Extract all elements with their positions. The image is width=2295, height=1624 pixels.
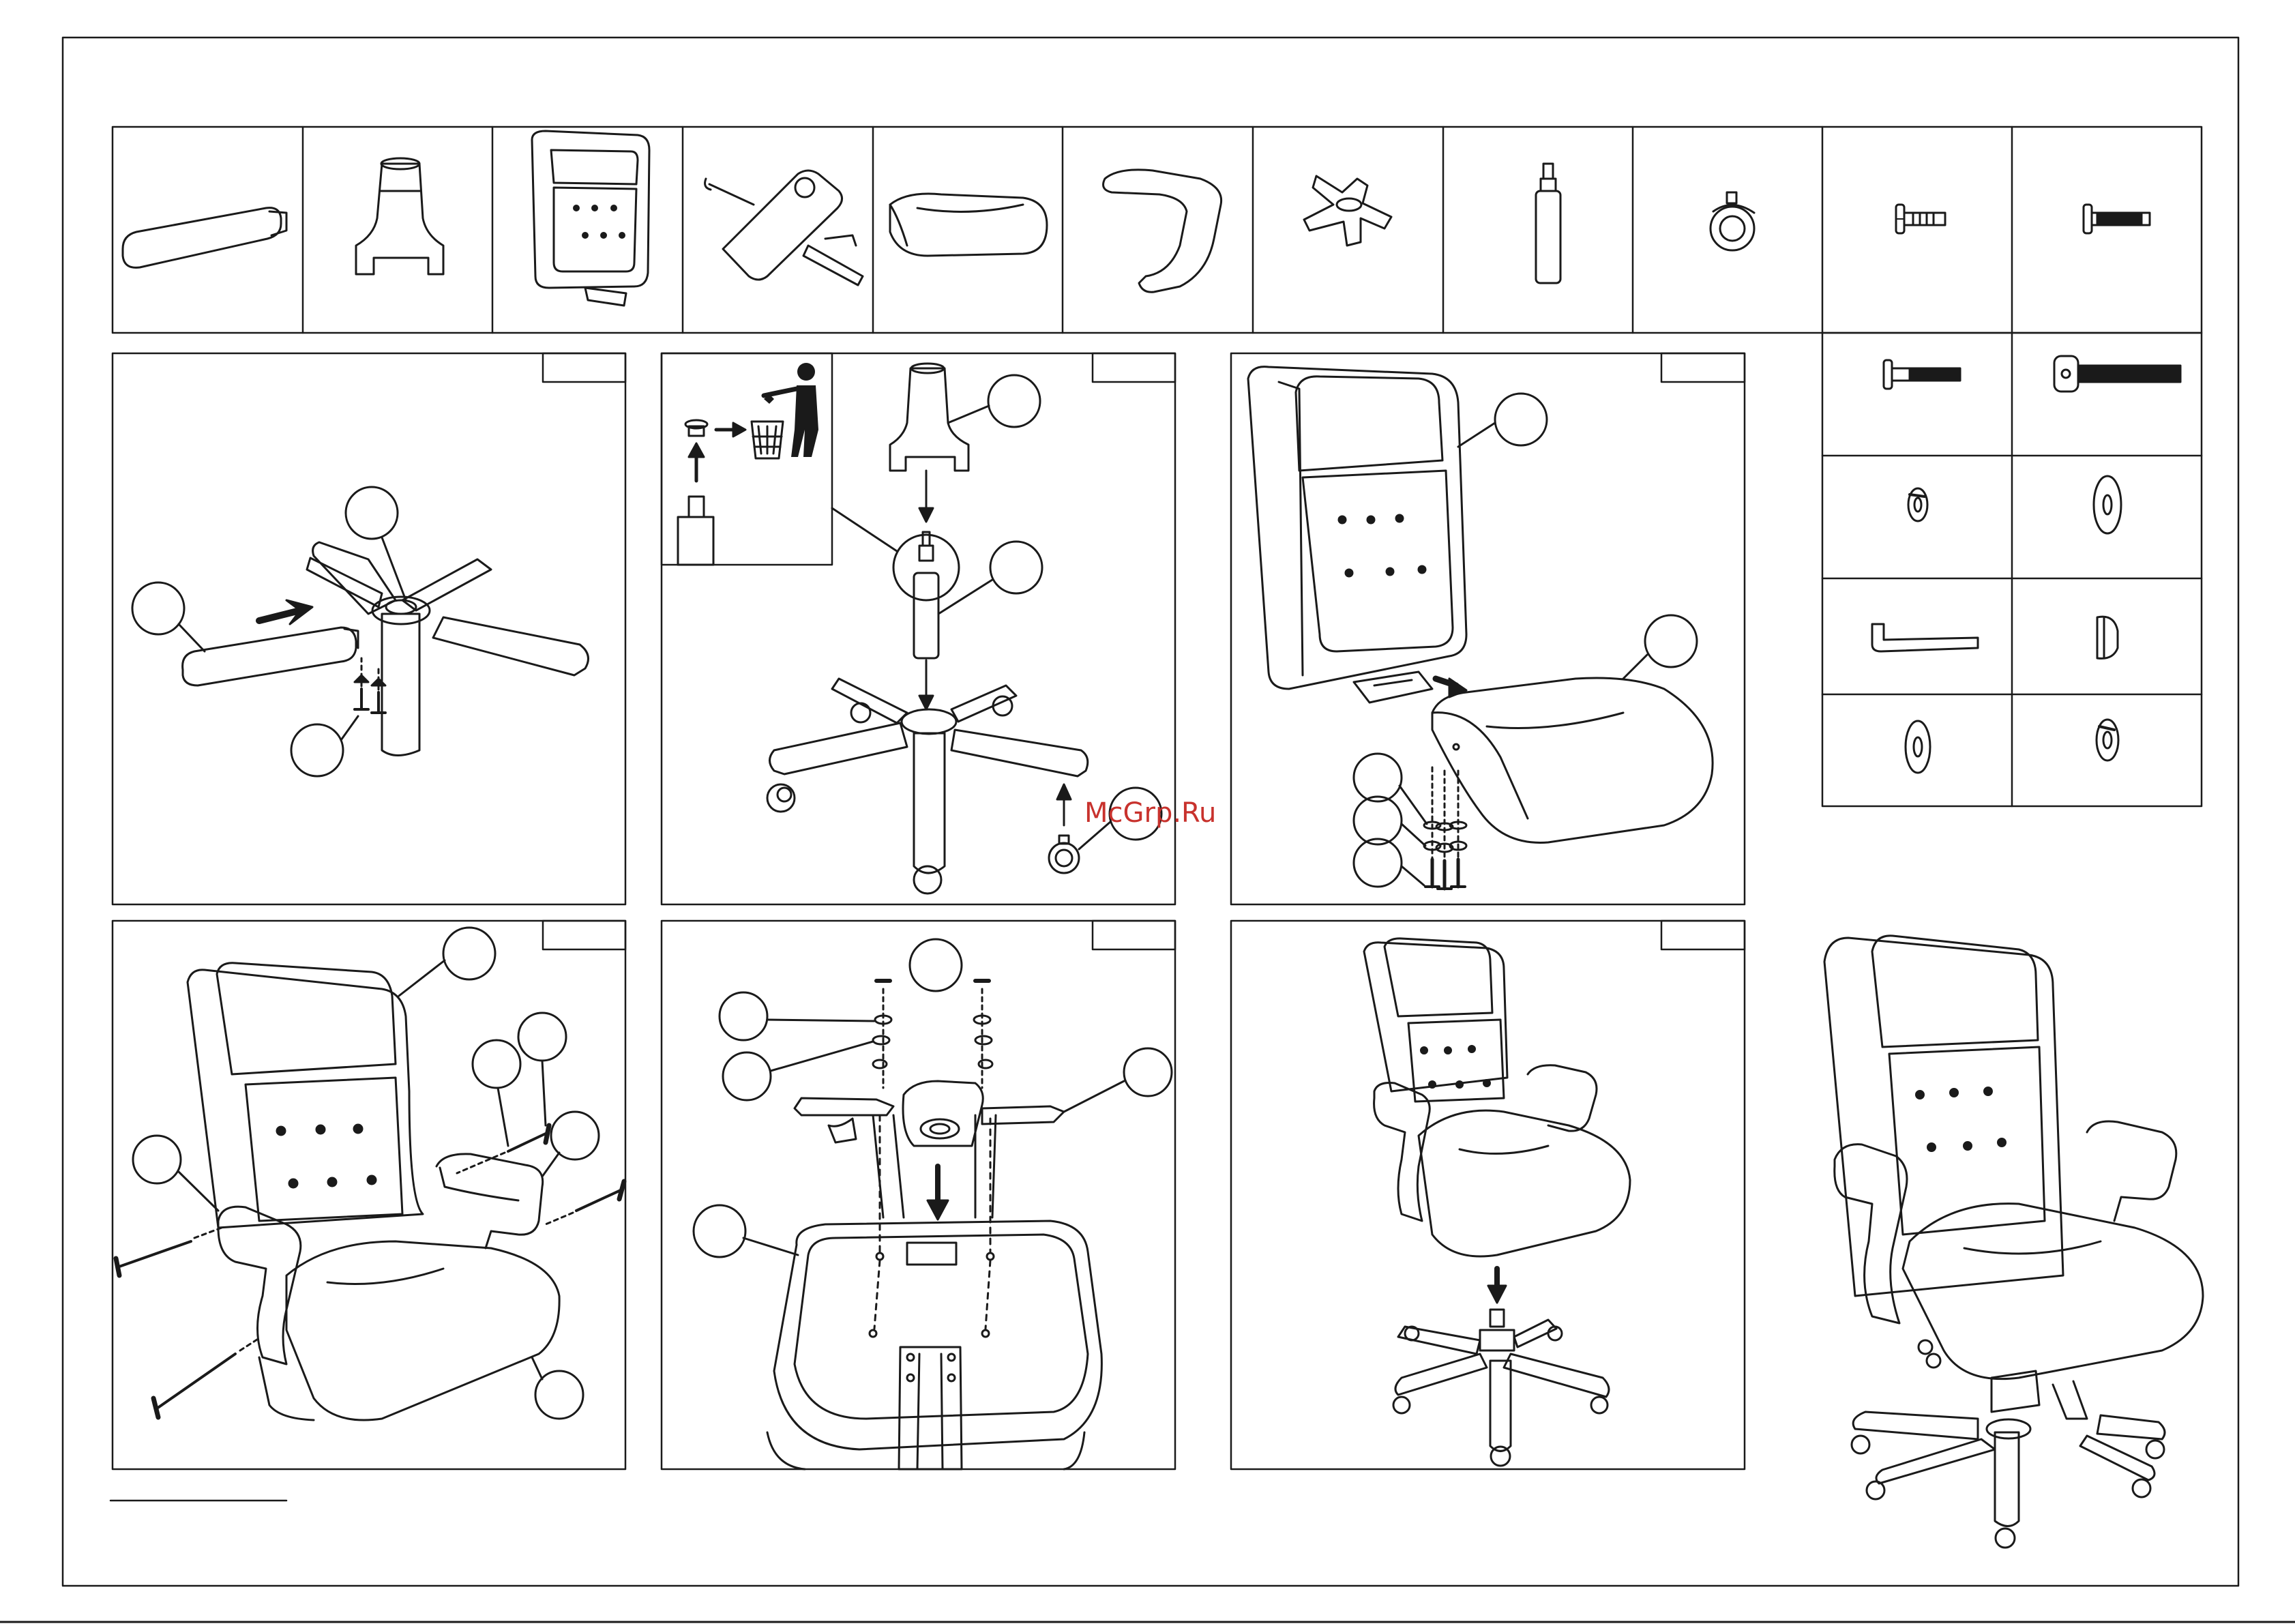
back-bracket-part-icon [356,158,443,274]
step-3-callout-a [1495,394,1547,445]
step-5-panel [662,921,1175,1469]
step-1-panel [113,353,625,904]
step-1-number-box [543,353,625,382]
hex-bolt-part-icon [2054,356,2180,392]
step-5-number-box [1093,921,1175,949]
plastic-cap-part-icon [2097,617,2118,658]
spring-washer-small-part-icon [2097,720,2118,761]
step-2-disposal-inset [662,353,832,565]
base-part-icon [1304,176,1391,246]
spring-washer-part-icon [1908,488,1927,521]
step-5-callout-e [694,1205,745,1257]
step-4-panel [113,921,625,1469]
tilt-mechanism-part-icon [705,171,863,285]
step-4-callout-c [473,1040,520,1088]
bolt-short-part-icon [1896,205,1945,233]
flat-washer-part-icon [2094,476,2121,533]
step-4-callout-e [551,1112,599,1160]
step-5-callout-d [1124,1048,1172,1096]
assembled-chair-view [1824,936,2203,1548]
step-3-callout-c [1354,754,1402,801]
seat-cushion-part-icon [890,194,1047,256]
gas-lift-part-icon [1536,164,1560,283]
watermark-text: McGrp.Ru [1084,797,1216,829]
step-5-callout-a [910,939,962,991]
step-1-callout-b [132,582,184,634]
bolt-medium-part-icon [2084,205,2150,233]
step-4-number-box [543,921,625,949]
trash-bin-icon [752,422,783,458]
armrest-part-icon [123,208,286,268]
backrest-part-icon [532,131,649,306]
caster-part-icon [1711,192,1754,250]
step-5-callout-c [723,1052,771,1100]
flat-washer-small-part-icon [1906,721,1930,773]
step-1-callout-c [291,724,343,776]
step-2-number-box [1093,353,1175,382]
step-6-panel [1231,921,1745,1469]
step-2-callout-b [990,542,1042,593]
step-5-callout-b [720,992,767,1040]
step-3-callout-b [1645,615,1697,667]
step-4-callout-d [518,1013,566,1061]
bolt-long-part-icon [1884,360,1960,389]
hex-key-part-icon [1872,624,1978,651]
step-4-callout-a [443,928,495,979]
arm-support-part-icon [1104,170,1221,292]
step-3-callout-e [1354,839,1402,887]
hardware-grid [1822,333,2202,806]
step-2-callout-a [988,375,1040,427]
step-3-number-box [1661,353,1745,382]
parts-row [113,127,2202,333]
person-disposing-icon [764,363,818,457]
step-3-panel [1231,353,1745,904]
step-4-callout-b [133,1136,181,1183]
step-6-number-box [1661,921,1745,949]
step-1-callout-a [346,487,398,539]
step-3-callout-d [1354,797,1402,844]
